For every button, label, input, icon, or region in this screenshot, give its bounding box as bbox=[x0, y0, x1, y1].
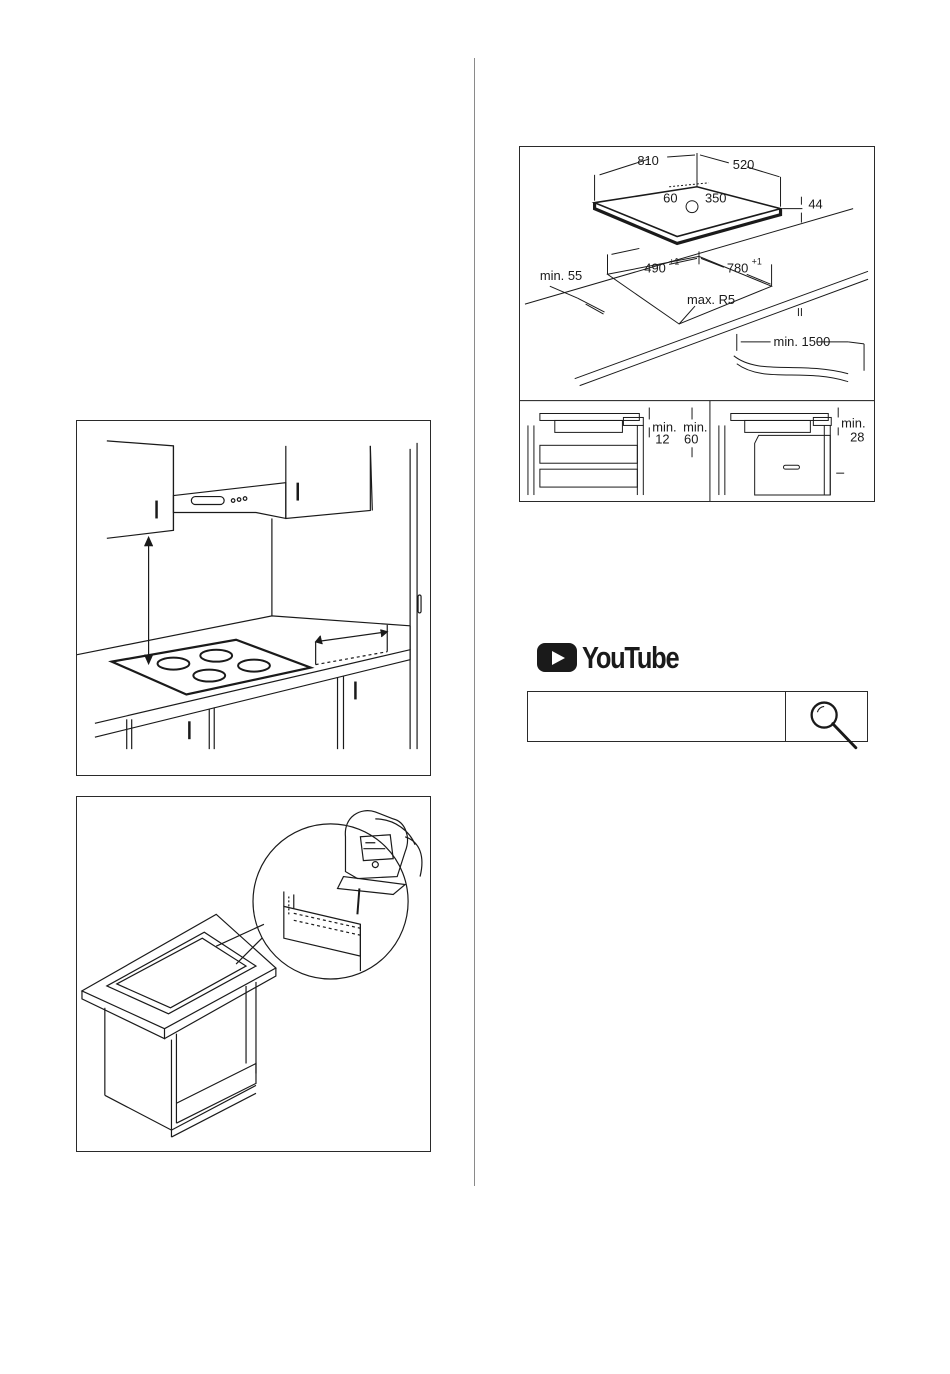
electric-connection-icon bbox=[686, 201, 698, 213]
youtube-play-icon bbox=[537, 643, 577, 672]
youtube-search-button[interactable] bbox=[785, 692, 869, 741]
dim-conn-a-label: 60 bbox=[663, 191, 677, 206]
dim-cut-depth-tolerance: +1 bbox=[669, 256, 679, 266]
dim-min-cable-label: min. 1500 bbox=[774, 334, 831, 349]
youtube-search-input[interactable] bbox=[528, 692, 790, 743]
youtube-logo: YouTube bbox=[537, 640, 677, 676]
hob-dimensions-figure: 810 520 44 60 350 490 +1 780 +1 min. 55 … bbox=[519, 146, 875, 502]
youtube-search-box bbox=[527, 691, 868, 742]
dim-width-label: 810 bbox=[637, 153, 659, 168]
hood-clearance-illustration bbox=[77, 421, 430, 775]
cabinet-cutout-illustration bbox=[77, 797, 430, 1151]
dim-min-c-value: 28 bbox=[850, 429, 864, 444]
dim-cut-width-label: 780 bbox=[727, 260, 749, 275]
cabinet-cutout-figure bbox=[76, 796, 431, 1152]
column-divider bbox=[474, 58, 475, 1186]
hood-clearance-figure bbox=[76, 420, 431, 776]
dim-depth-label: 520 bbox=[733, 157, 755, 172]
dim-cut-width-tolerance: +1 bbox=[752, 256, 762, 266]
dim-conn-b-label: 350 bbox=[705, 191, 727, 206]
dim-min-edge-label: min. 55 bbox=[540, 268, 582, 283]
magnifier-icon bbox=[786, 692, 869, 741]
dim-min-b-value: 60 bbox=[684, 431, 698, 446]
dim-min-c-word: min. bbox=[841, 415, 865, 430]
dim-cut-depth-label: 490 bbox=[644, 260, 666, 275]
dim-min-a-value: 12 bbox=[655, 431, 669, 446]
dim-max-radius-label: max. R5 bbox=[687, 292, 735, 307]
hob-dimensions-illustration: 810 520 44 60 350 490 +1 780 +1 min. 55 … bbox=[520, 147, 874, 501]
youtube-logo-text: YouTube bbox=[582, 640, 678, 676]
dim-height-label: 44 bbox=[808, 197, 822, 212]
